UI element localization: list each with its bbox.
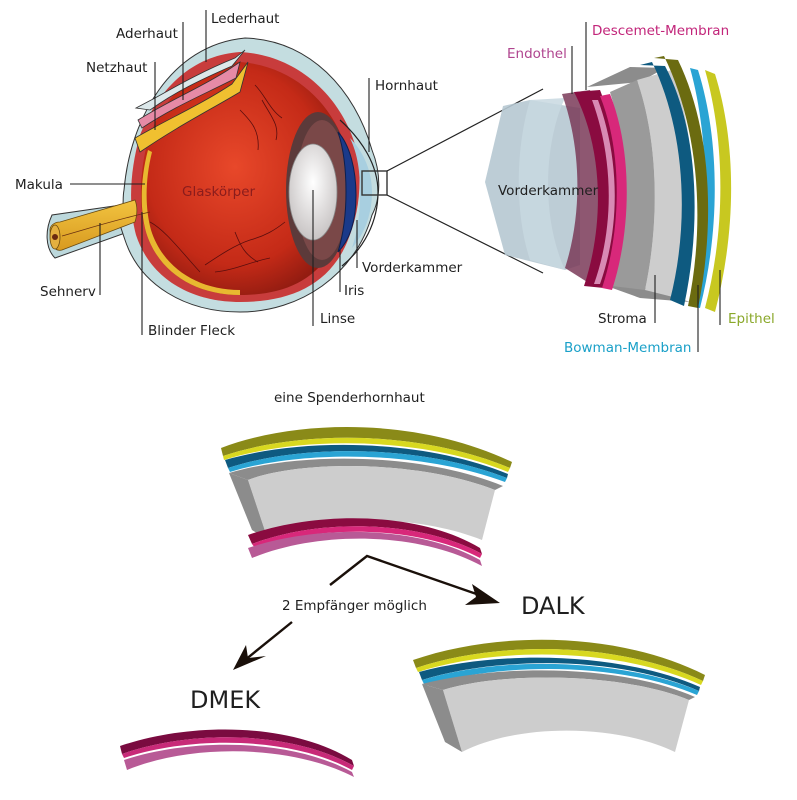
retina <box>141 150 240 295</box>
donor-descemet <box>248 518 482 554</box>
bowman-layer-dark <box>640 62 695 306</box>
iris <box>337 131 357 253</box>
dmek-label: DMEK <box>190 686 261 714</box>
dalk-epithel <box>413 639 705 681</box>
eye-cross-section <box>46 37 544 313</box>
arrow-head-dmek <box>233 645 266 670</box>
donor-cornea: eine Spenderhornhaut <box>221 390 512 566</box>
label-stroma: Stroma <box>598 311 647 327</box>
descemet-layer-pink <box>600 94 627 290</box>
descemet-layer-light <box>592 100 615 284</box>
dalk-stroma <box>443 677 689 752</box>
dalk-stroma-top <box>422 670 695 700</box>
sclera-cutaway <box>134 49 246 111</box>
label-descemet: Descemet-Membran <box>592 23 729 39</box>
cornea-labels: Vorderkammer Endothel Descemet-Membran S… <box>498 23 775 356</box>
cornea <box>339 119 379 267</box>
label-bowman: Bowman-Membran <box>564 340 691 356</box>
bowman-layer-light <box>690 68 715 308</box>
zoom-line-bottom <box>386 194 544 274</box>
epithel-layer-dark <box>654 56 709 308</box>
epithel-layer-light <box>705 70 732 312</box>
label-vorderkammer-eye: Vorderkammer <box>362 260 463 276</box>
eye-leader-lines <box>70 10 370 335</box>
label-lederhaut: Lederhaut <box>211 11 279 27</box>
dalk-graft <box>413 639 705 752</box>
label-iris: Iris <box>344 283 364 299</box>
zoom-box <box>361 170 388 196</box>
donor-title: eine Spenderhornhaut <box>274 390 425 406</box>
dalk-bowman <box>419 657 700 691</box>
cornea-layers-detail <box>485 56 732 312</box>
label-linse: Linse <box>320 311 355 327</box>
recipients-label: 2 Empfänger möglich <box>282 598 427 614</box>
label-blinder-fleck: Blinder Fleck <box>148 323 235 339</box>
stroma-top <box>587 67 665 87</box>
label-hornhaut: Hornhaut <box>375 78 438 94</box>
donor-epithel <box>221 427 512 468</box>
donor-stroma-top <box>229 458 503 490</box>
retina-cutaway <box>134 61 249 153</box>
label-vorderkammer-detail: Vorderkammer <box>498 183 599 199</box>
label-endothel: Endothel <box>507 46 567 62</box>
dmek-endothel <box>124 744 354 777</box>
label-makula: Makula <box>15 177 63 193</box>
arrow-to-dmek <box>244 621 293 661</box>
arrow-to-dalk <box>329 554 489 600</box>
eye-labels: Lederhaut Aderhaut Netzhaut Makula Glask… <box>15 11 463 339</box>
dmek-descemet <box>120 729 354 766</box>
zoom-line-top <box>386 88 544 172</box>
arrows <box>233 554 500 670</box>
donor-bowman <box>225 444 508 478</box>
label-glaskoerper: Glaskörper <box>182 184 256 200</box>
label-sehnerv: Sehnerv <box>40 284 96 300</box>
donor-endothel <box>248 531 482 566</box>
label-netzhaut: Netzhaut <box>86 60 147 76</box>
dalk-label: DALK <box>521 592 586 620</box>
cornea-leader-lines <box>571 22 721 352</box>
label-aderhaut: Aderhaut <box>116 26 178 42</box>
label-epithel: Epithel <box>728 311 775 327</box>
dmek-graft <box>120 729 354 777</box>
choroid-cutaway <box>137 61 241 129</box>
arrow-head-dalk <box>465 584 500 605</box>
anterior-chamber <box>350 138 372 248</box>
blood-vessels <box>149 84 286 273</box>
